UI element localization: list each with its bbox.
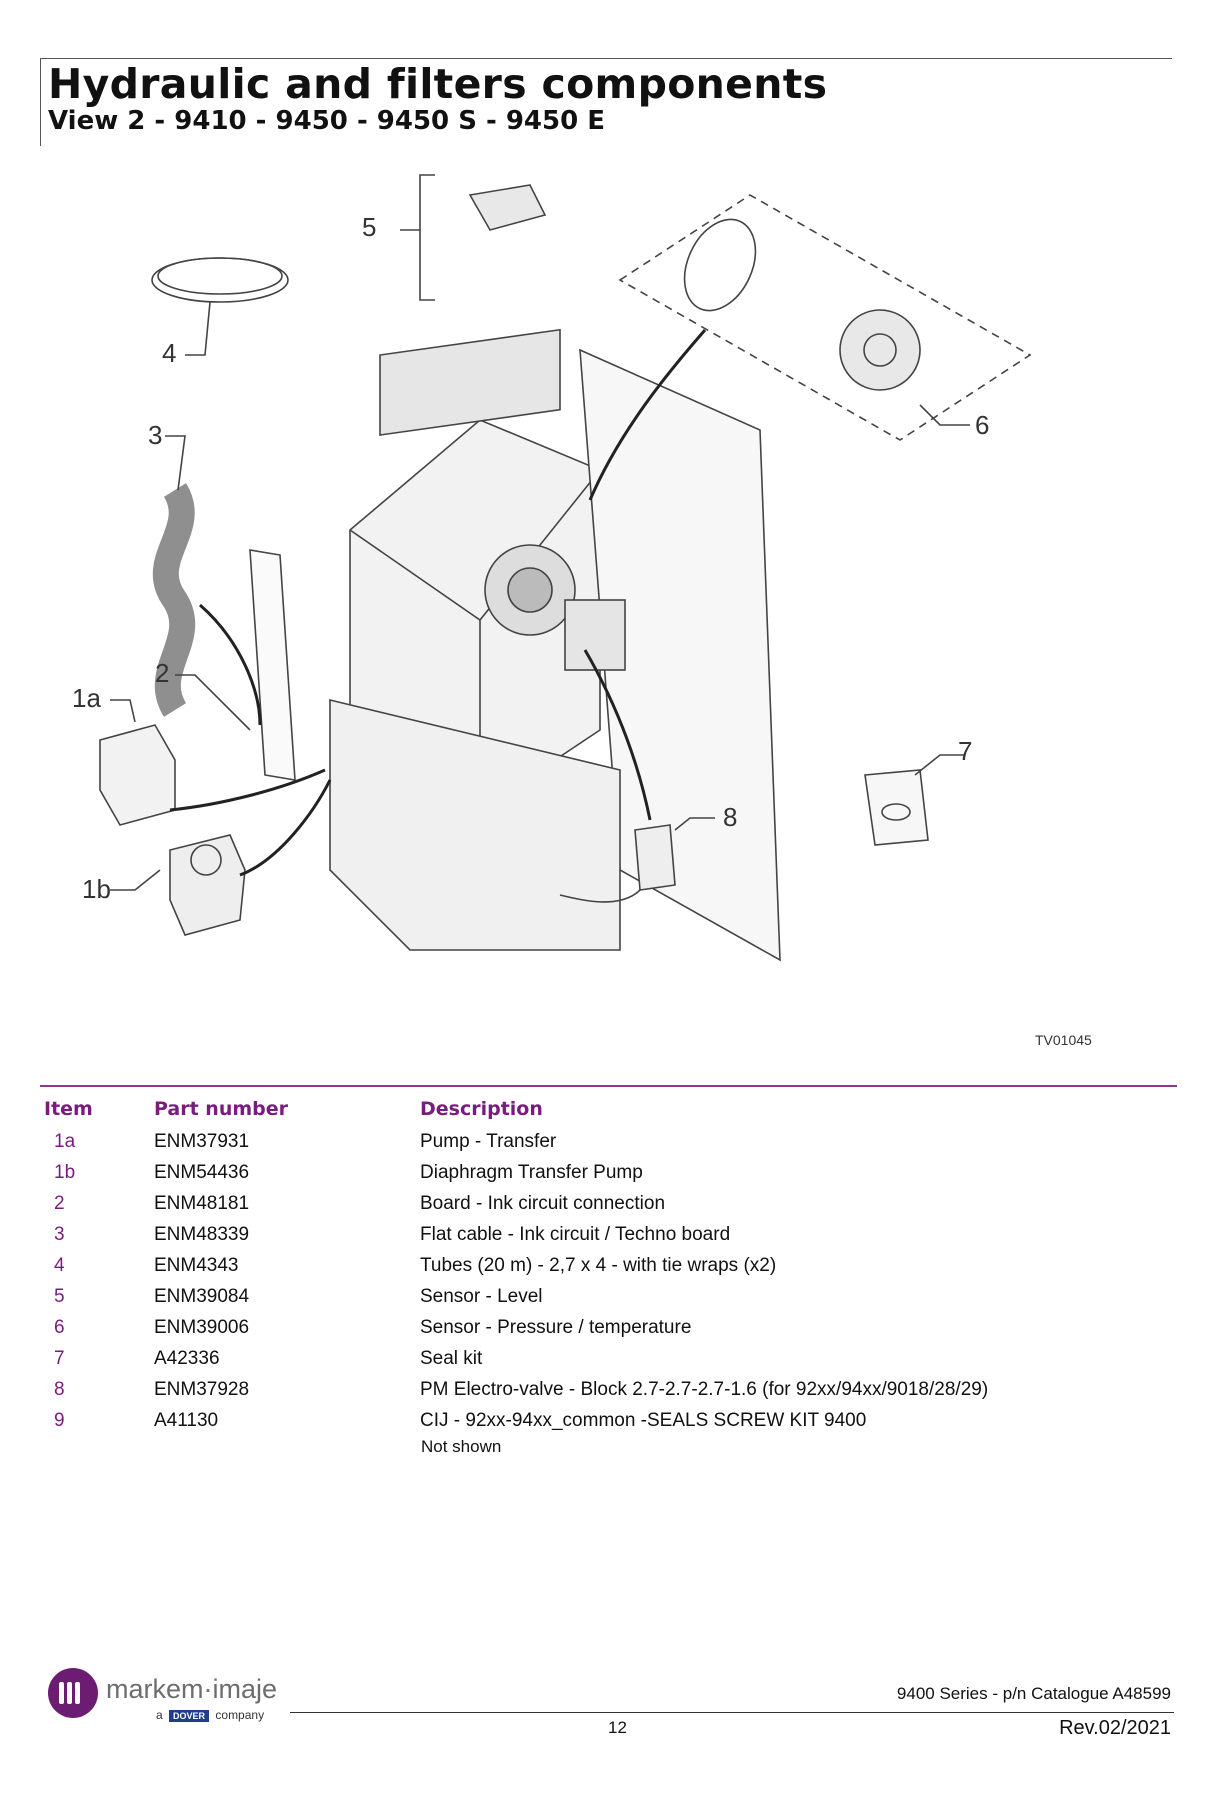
row-description: PM Electro-valve - Block 2.7-2.7-2.7-1.6… (420, 1378, 989, 1400)
row-description: Seal kit (420, 1347, 483, 1369)
row-part-number: A41130 (154, 1409, 219, 1431)
header-description: Description (420, 1098, 543, 1120)
callout-1a: 1a (72, 683, 101, 713)
table-row: 9 A41130 CIJ - 92xx-94xx_common -SEALS S… (44, 1405, 1180, 1436)
row-item: 2 (54, 1192, 65, 1214)
row-part-number: ENM54436 (154, 1161, 250, 1183)
row-part-number: ENM48181 (154, 1192, 250, 1214)
company-logo: markem·imaje a DOVER company (48, 1668, 278, 1728)
table-row: 1b ENM54436 Diaphragm Transfer Pump (44, 1157, 1180, 1188)
callout-6: 6 (975, 410, 989, 440)
callout-1b: 1b (82, 874, 111, 904)
table-row: 3 ENM48339 Flat cable - Ink circuit / Te… (44, 1219, 1180, 1250)
row-item: 9 (54, 1409, 65, 1431)
catalogue-reference: 9400 Series - p/n Catalogue A48599 (896, 1684, 1171, 1703)
callout-5: 5 (362, 212, 376, 242)
row-description: Tubes (20 m) - 2,7 x 4 - with tie wraps … (420, 1254, 777, 1276)
figure-reference: TV01045 (1035, 1032, 1092, 1048)
dover-badge: DOVER (169, 1709, 210, 1722)
header-side-rule (40, 58, 41, 146)
table-row: 4 ENM4343 Tubes (20 m) - 2,7 x 4 - with … (44, 1250, 1180, 1281)
row-description: Flat cable - Ink circuit / Techno board (420, 1223, 731, 1245)
row-item: 1b (54, 1161, 76, 1183)
exploded-view-drawing: 5 4 3 2 1a 1b 6 7 8 TV01045 (72, 174, 1092, 1048)
table-row: 2 ENM48181 Board - Ink circuit connectio… (44, 1188, 1180, 1219)
row-item: 1a (54, 1130, 76, 1152)
table-rule (40, 1085, 1177, 1087)
row-description: Pump - Transfer (420, 1130, 557, 1152)
row-item: 3 (54, 1223, 65, 1245)
row-item: 8 (54, 1378, 65, 1400)
logo-tag-suffix: company (215, 1708, 265, 1722)
table-header-row: Item Part number Description (44, 1092, 1180, 1126)
logo-tag-prefix: a (156, 1708, 163, 1722)
row-part-number: ENM37931 (154, 1130, 250, 1152)
row-description: Diaphragm Transfer Pump (420, 1161, 643, 1183)
row-description: Board - Ink circuit connection (420, 1192, 666, 1214)
table-row: 7 A42336 Seal kit (44, 1343, 1180, 1374)
callout-8: 8 (723, 802, 737, 832)
page-subtitle: View 2 - 9410 - 9450 - 9450 S - 9450 E (48, 106, 605, 136)
footer-rule (290, 1712, 1174, 1713)
callout-7: 7 (958, 736, 972, 766)
row-description: Sensor - Level (420, 1285, 543, 1307)
not-shown-note: Not shown (421, 1437, 502, 1456)
logo-wordmark: markem·imaje (106, 1674, 278, 1704)
row-part-number: ENM39006 (154, 1316, 250, 1338)
header-item: Item (44, 1098, 93, 1120)
callout-4: 4 (162, 338, 176, 368)
page-number: 12 (608, 1718, 627, 1737)
row-part-number: ENM37928 (154, 1378, 250, 1400)
logo-tagline: a DOVER company (156, 1708, 264, 1722)
header-rule (40, 58, 1172, 59)
table-row: 8 ENM37928 PM Electro-valve - Block 2.7-… (44, 1374, 1180, 1405)
row-part-number: ENM48339 (154, 1223, 250, 1245)
revision-label: Rev.02/2021 (1059, 1717, 1171, 1739)
row-item: 4 (54, 1254, 65, 1276)
exploded-view-figure: 5 4 3 2 1a 1b 6 7 8 TV01045 (60, 170, 1180, 1070)
row-item: 7 (54, 1347, 65, 1369)
row-item: 6 (54, 1316, 65, 1338)
row-part-number: A42336 (154, 1347, 220, 1369)
table-row: 1a ENM37931 Pump - Transfer (44, 1126, 1180, 1157)
table-row: 5 ENM39084 Sensor - Level (44, 1281, 1180, 1312)
row-description: CIJ - 92xx-94xx_common -SEALS SCREW KIT … (420, 1409, 867, 1431)
row-description: Sensor - Pressure / temperature (420, 1316, 692, 1338)
logo-mark-icon (48, 1668, 98, 1718)
header-part-number: Part number (154, 1098, 289, 1120)
row-part-number: ENM39084 (154, 1285, 250, 1307)
parts-table: Item Part number Description 1a ENM37931… (44, 1092, 1180, 1436)
row-item: 5 (54, 1285, 65, 1307)
table-row: 6 ENM39006 Sensor - Pressure / temperatu… (44, 1312, 1180, 1343)
callout-2: 2 (155, 658, 169, 688)
callout-3: 3 (148, 420, 162, 450)
row-part-number: ENM4343 (154, 1254, 239, 1276)
page-title: Hydraulic and filters components (48, 60, 828, 108)
